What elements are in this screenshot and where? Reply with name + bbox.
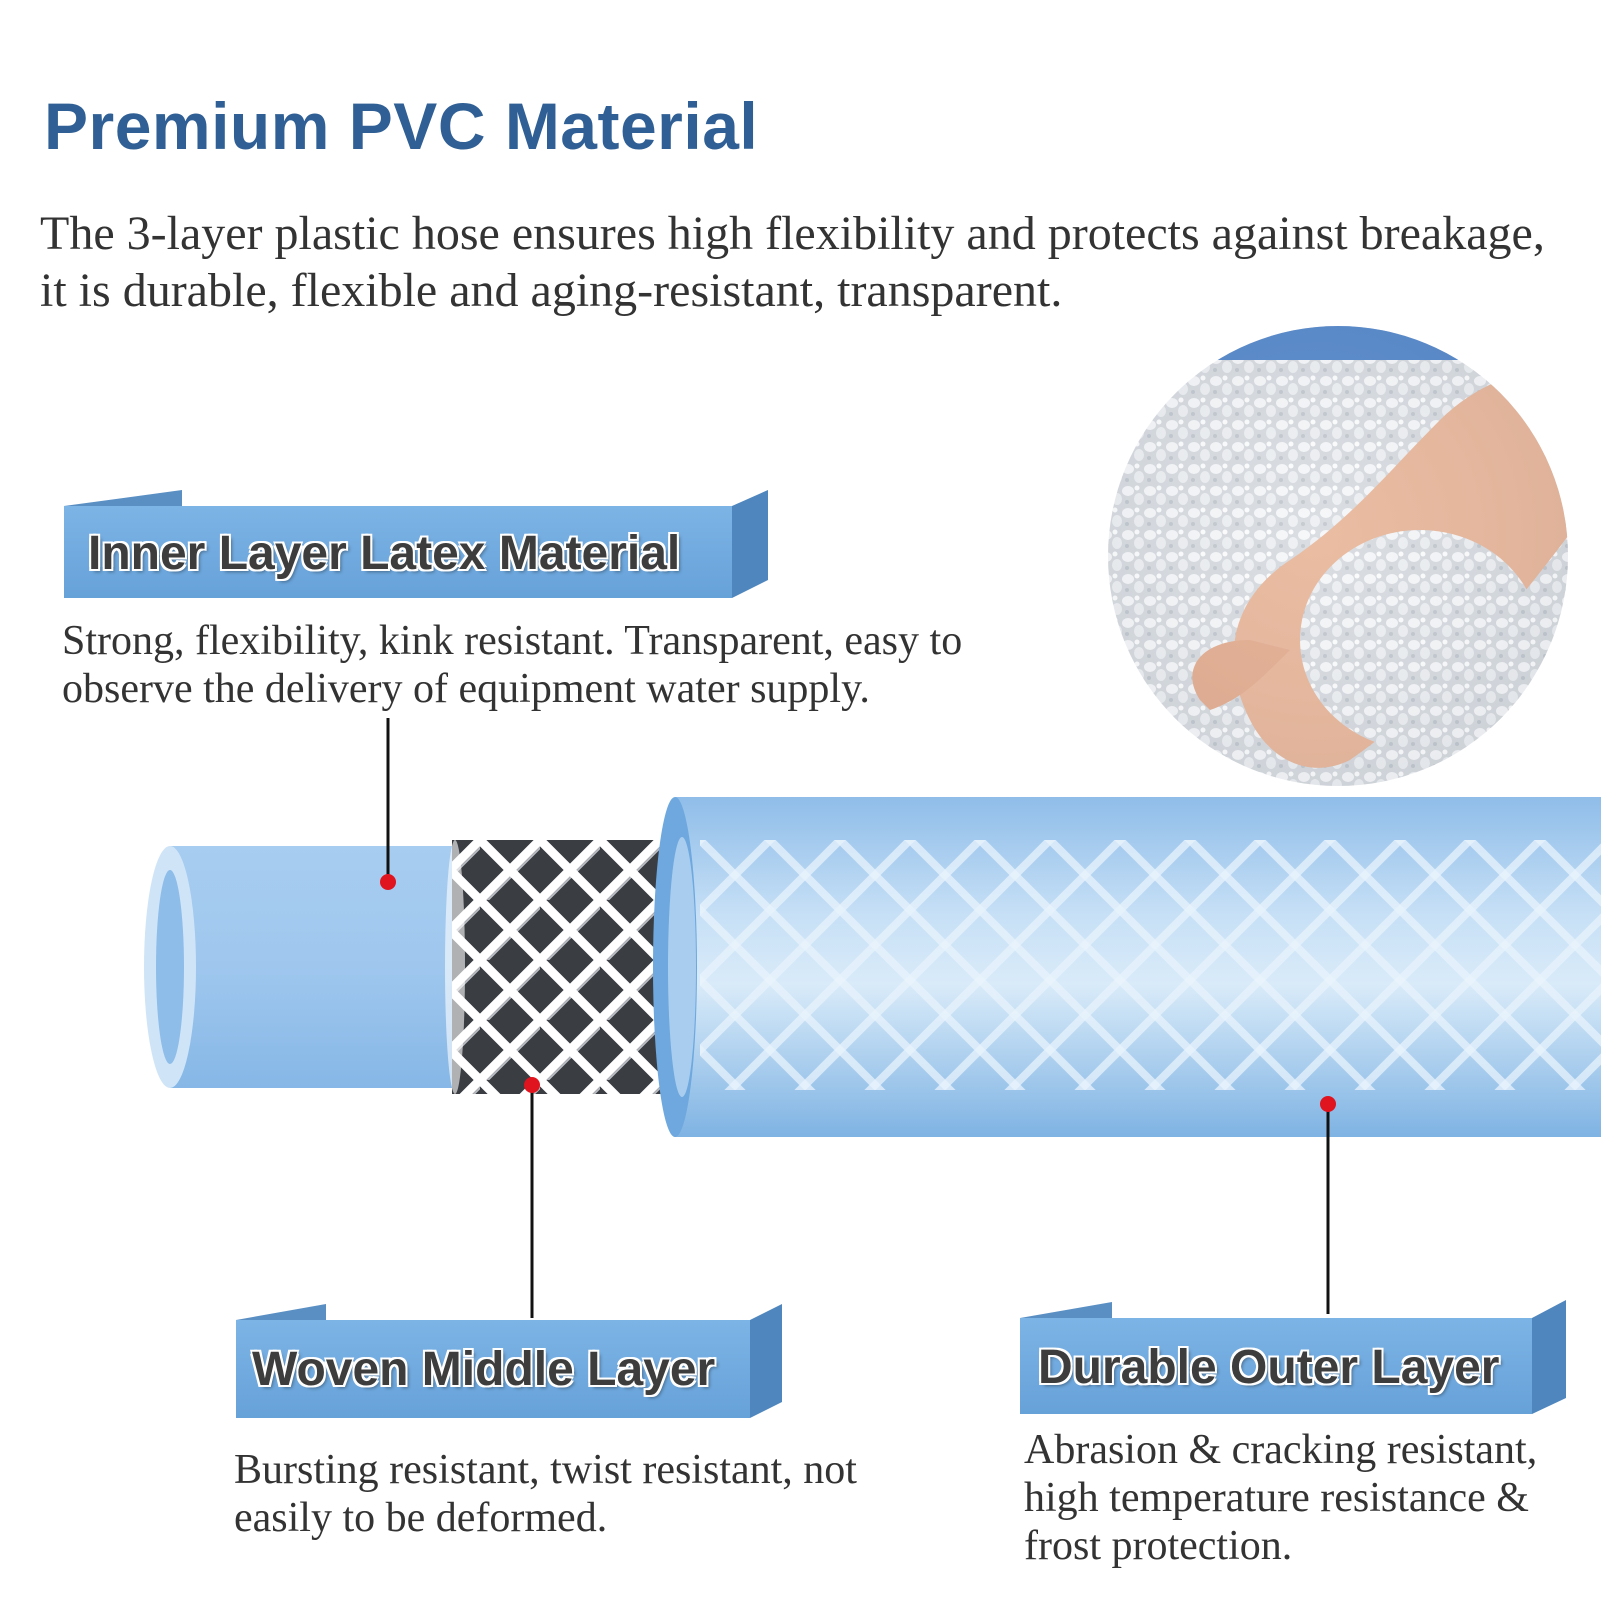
outer-layer-banner (1020, 1300, 1566, 1414)
intro-text: The 3-layer plastic hose ensures high fl… (40, 207, 1545, 317)
middle-layer-marker (524, 1077, 540, 1093)
inner-layer-label: Inner Layer Latex Material (87, 526, 681, 581)
page-title: Premium PVC Material (44, 89, 759, 163)
outer-layer-marker (1320, 1096, 1336, 1112)
inner-layer-marker (380, 874, 396, 890)
outer-layer-description: Abrasion & cracking resistant, high temp… (1024, 1427, 1538, 1569)
middle-layer-description: Bursting resistant, twist resistant, not… (234, 1447, 857, 1541)
middle-layer-label: Woven Middle Layer (251, 1342, 716, 1397)
inner-layer-tube (144, 846, 480, 1088)
inner-layer-banner (64, 490, 768, 598)
outer-layer-tube (653, 797, 1601, 1137)
inner-layer-description: Strong, flexibility, kink resistant. Tra… (62, 618, 963, 712)
outer-layer-label: Durable Outer Layer (1037, 1340, 1500, 1395)
middle-layer-banner (236, 1304, 782, 1418)
